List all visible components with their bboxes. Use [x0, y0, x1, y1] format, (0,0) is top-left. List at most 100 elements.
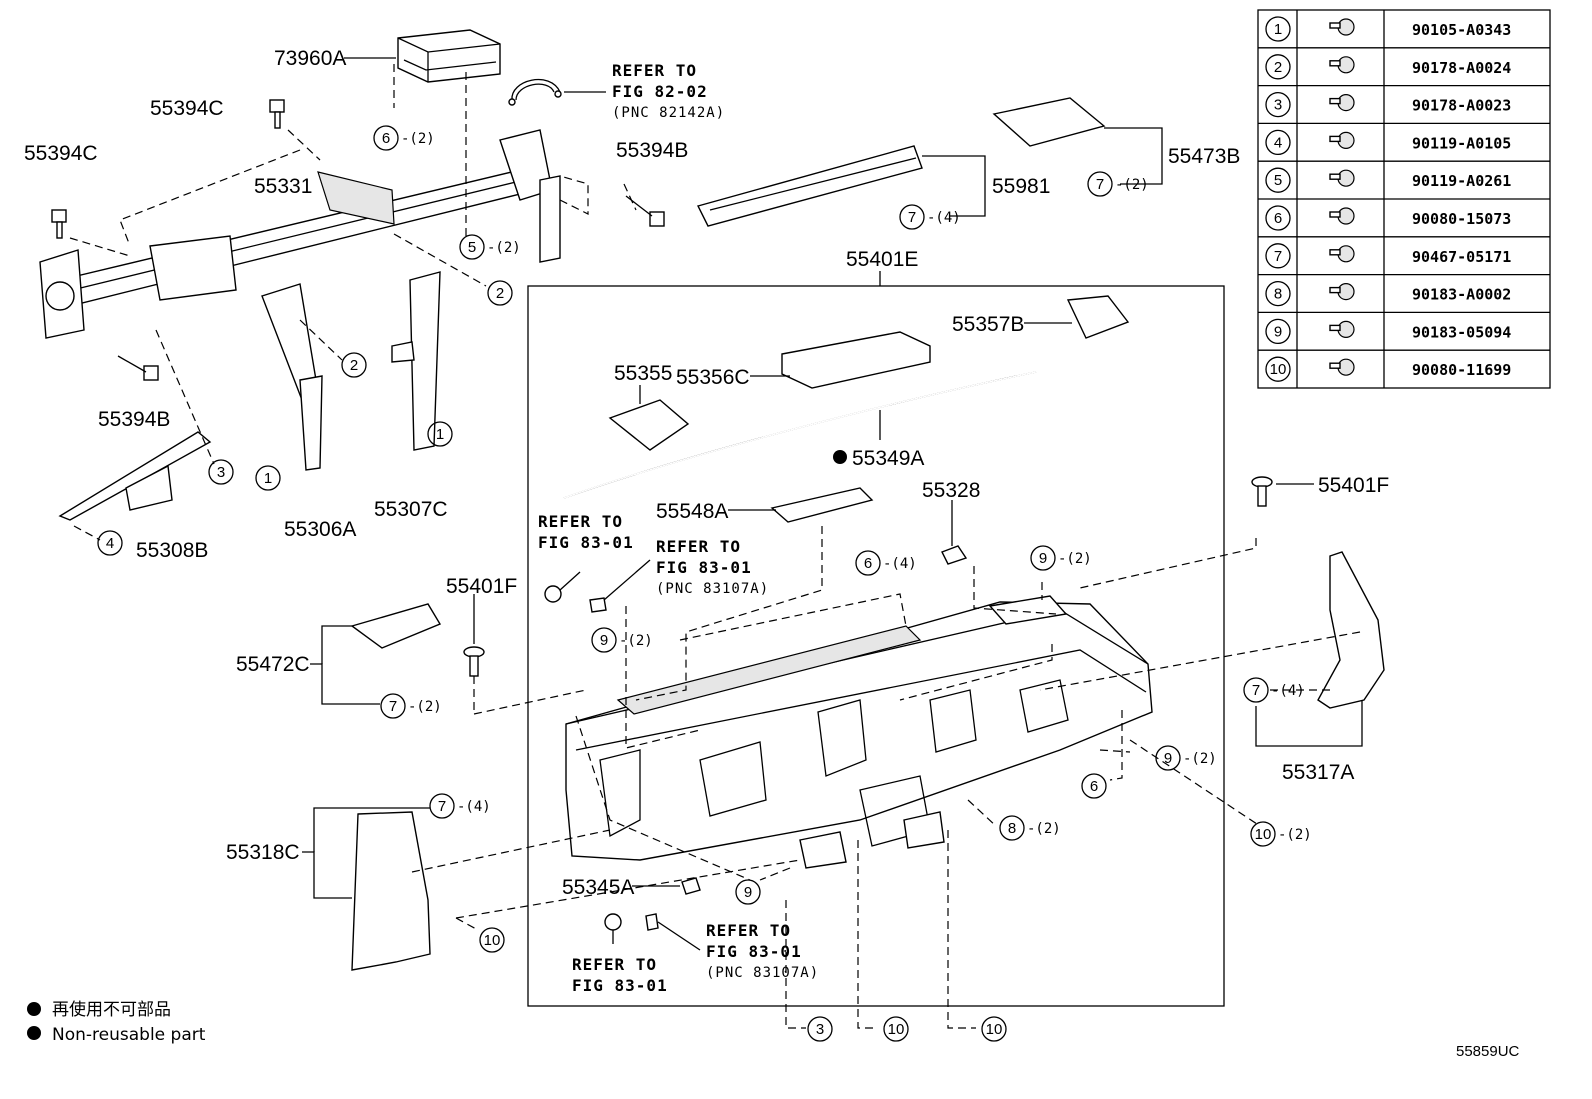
callout-number: 7: [1096, 176, 1104, 193]
ref-refer-to-2: REFER TO: [538, 512, 623, 531]
label-55472C: 55472C: [236, 653, 310, 676]
fastener-part-number: 90105-A0343: [1412, 21, 1511, 39]
callout-quantity: -(4): [883, 556, 917, 572]
label-55306A: 55306A: [284, 518, 356, 541]
label-55331: 55331: [254, 175, 312, 198]
callout-quantity: -(4): [1271, 683, 1305, 699]
non-reusable-dot: [833, 450, 847, 464]
ref-pnc-83107A-a: (PNC 83107A): [656, 581, 769, 597]
cover-55472C-drawing: [350, 603, 442, 649]
label-55401F-left: 55401F: [446, 575, 517, 598]
label-55394B-right: 55394B: [616, 139, 688, 162]
fastener-icon: [1329, 320, 1355, 338]
ref-refer-to-1: REFER TO: [612, 61, 697, 80]
pad-55357B-drawing: [1066, 295, 1130, 339]
callout-quantity: -(4): [457, 799, 491, 815]
fastener-part-number: 90183-A0002: [1412, 286, 1511, 304]
part-labels: 73960A 55394C 55394C 55331 55394B 55394B…: [24, 47, 1389, 899]
part-55548A-drawing: [770, 487, 874, 523]
callout: 4: [97, 530, 123, 556]
label-55328: 55328: [922, 479, 980, 502]
callout-number: 6: [864, 555, 872, 572]
clip-55345A-drawing: [681, 877, 701, 895]
cover-55473B-drawing: [992, 97, 1106, 147]
panel-55981-drawing: [696, 145, 923, 227]
fastener-number-circle: [1265, 167, 1291, 193]
callout: 2: [487, 280, 513, 306]
label-55357B: 55357B: [952, 313, 1024, 336]
callout-number: 10: [1255, 826, 1272, 843]
callout-circle: [1243, 677, 1269, 703]
callout-number: 5: [468, 239, 476, 256]
callout: 6: [1081, 773, 1107, 799]
ref-fig-83-01-d: FIG 83-01: [572, 976, 668, 995]
clip-55328-drawing: [941, 545, 968, 565]
callout-number: 2: [496, 285, 504, 302]
callout: 10: [479, 927, 505, 953]
ref-pnc-83107A-b: (PNC 83107A): [706, 965, 819, 981]
label-55394C-left: 55394C: [24, 142, 98, 165]
fastener-part-number: 90119-A0105: [1412, 134, 1511, 152]
callout: 9-(2): [1155, 745, 1217, 771]
fastener-number-circle: [1265, 356, 1291, 382]
legend-jp: 再使用不可部品: [52, 999, 171, 1020]
legend-dot-en: [27, 1026, 41, 1040]
label-55349A: 55349A: [852, 447, 924, 470]
fastener-number-circle: [1265, 318, 1291, 345]
callout: 9: [735, 879, 761, 905]
callout-number: 7: [389, 698, 397, 715]
callout-quantity: -(2): [1027, 821, 1061, 837]
fastener-icon: [1329, 283, 1355, 301]
callout-number: 9: [744, 884, 752, 901]
callout: 3: [807, 1016, 833, 1042]
fastener-icon: [1329, 169, 1355, 187]
callout-quantity: -(2): [619, 633, 653, 649]
callout-quantity: -(4): [927, 210, 961, 226]
assembly-box-55401E: [527, 285, 1225, 1007]
callout-number: 3: [217, 464, 225, 481]
fastener-part-number: 90119-A0261: [1412, 172, 1511, 190]
callout-number: 6: [1090, 778, 1098, 795]
callout-circle: [1155, 745, 1181, 771]
harness-drawing: [508, 78, 562, 106]
callout-circle: [97, 530, 123, 556]
callout-circle: [1250, 821, 1276, 847]
fastener-number: 9: [1274, 323, 1282, 340]
callout-circle: [459, 234, 485, 260]
callout-circle: [255, 465, 281, 491]
label-55473B: 55473B: [1168, 145, 1240, 168]
callout: 6 -(4): [855, 550, 917, 576]
side-panel-55317A-drawing: [1317, 551, 1385, 709]
callout-circle: [427, 421, 453, 447]
callout: 9-(2): [1030, 545, 1092, 571]
callout-number: 1: [436, 426, 444, 443]
label-55394B-left: 55394B: [98, 408, 170, 431]
callout: 8-(2): [999, 815, 1061, 841]
fastener-icon: [1329, 93, 1355, 112]
callout: 7 -(4): [1243, 677, 1305, 703]
callout-circle: [1081, 773, 1107, 799]
callout-number: 3: [816, 1021, 824, 1038]
callout-quantity: -(2): [1058, 551, 1092, 567]
fastener-part-number: 90467-05171: [1412, 248, 1511, 266]
label-55981: 55981: [992, 175, 1050, 198]
fastener-part-number: 90178-A0024: [1412, 59, 1511, 77]
callout-circle: [981, 1016, 1007, 1042]
callout-circle: [373, 125, 399, 151]
label-55355: 55355: [614, 362, 672, 385]
clip-55401F-right: [1251, 476, 1273, 507]
instrument-panel-drawing: [565, 595, 1153, 869]
fastener-number: 6: [1274, 210, 1282, 227]
callout: 1: [255, 465, 281, 491]
ref-refer-to-5: REFER TO: [572, 955, 657, 974]
callout-circle: [807, 1016, 833, 1042]
bolt-drawings: [51, 99, 665, 381]
callout-number: 10: [888, 1021, 905, 1038]
callout-number: 7: [1252, 682, 1260, 699]
callout: 3: [208, 459, 234, 485]
